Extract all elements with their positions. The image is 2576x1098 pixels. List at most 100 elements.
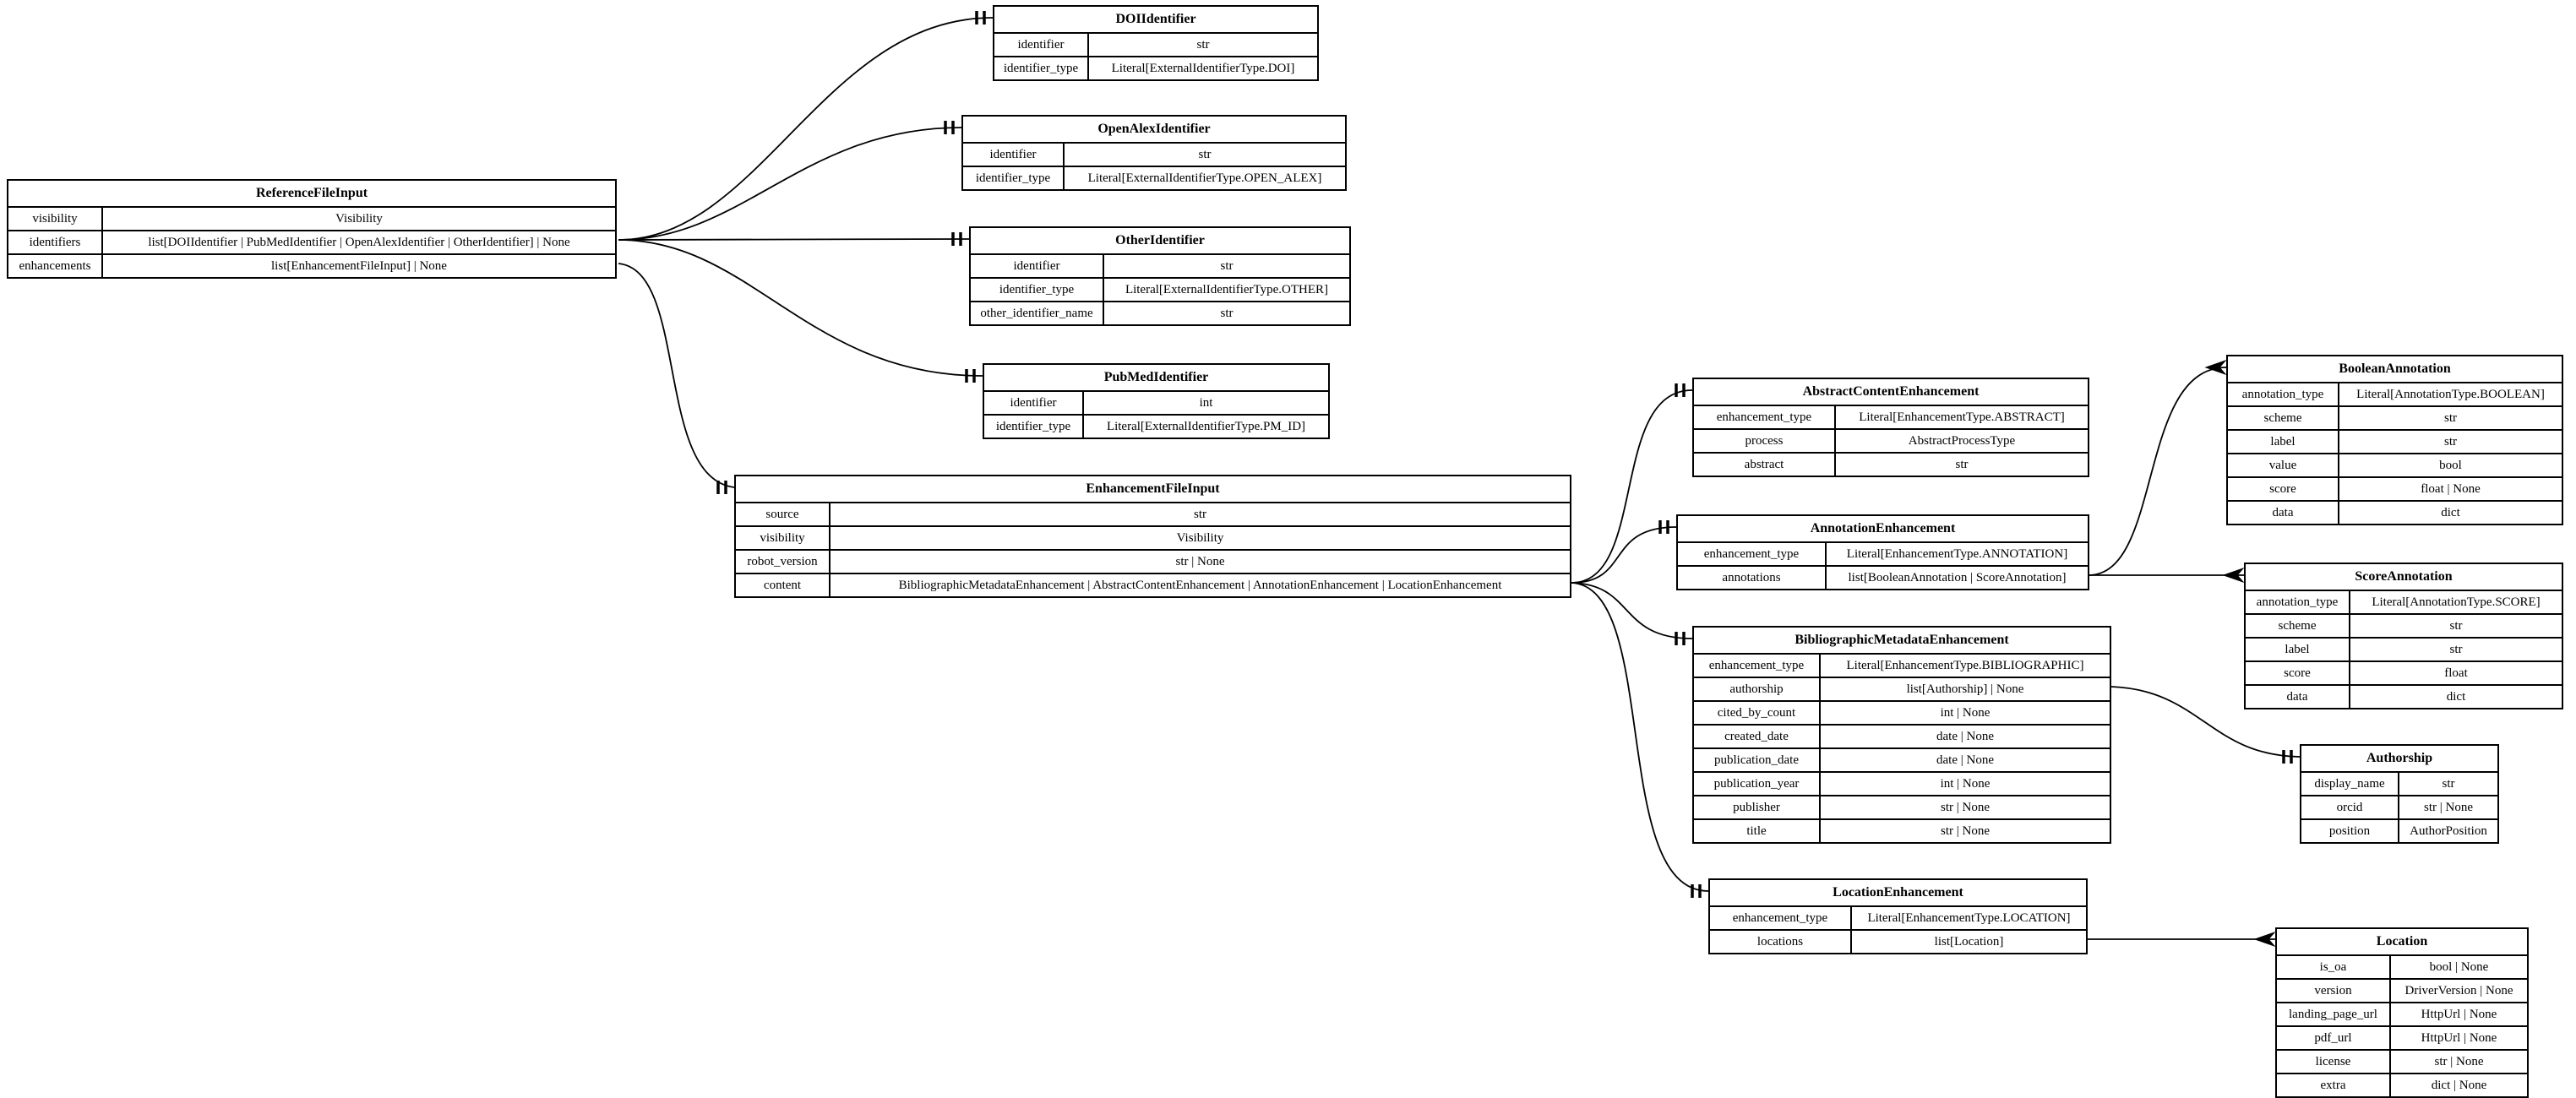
field-name: visibility: [736, 527, 831, 549]
entity-title: AnnotationEnhancement: [1810, 521, 1956, 535]
cardinality-marker-one: [965, 369, 976, 383]
field-type: str: [1220, 258, 1234, 273]
field-name: created_date: [1694, 726, 1821, 747]
field-name: enhancements: [8, 255, 103, 277]
field-name: source: [736, 503, 831, 525]
field-type: dict: [2441, 505, 2460, 519]
field-name: locations: [1710, 931, 1852, 953]
field-type: list[Location]: [1934, 934, 2004, 949]
field-name: publication_year: [1694, 773, 1821, 795]
field-name: cited_by_count: [1694, 702, 1821, 724]
field-type: str: [1194, 507, 1206, 521]
field-type: list[DOIIdentifier | PubMedIdentifier | …: [148, 235, 570, 249]
field-type: str: [1196, 37, 1210, 52]
field-row: locations list[Location]: [1710, 929, 2086, 953]
entity-title: BibliographicMetadataEnhancement: [1794, 633, 2009, 647]
field-type: str: [1220, 306, 1234, 320]
field-name: identifier: [963, 144, 1065, 166]
entity-title: EnhancementFileInput: [1086, 481, 1220, 496]
edge-referencefileinput-identifiers-to-doiidentifier: [618, 17, 994, 241]
field-name: display_name: [2301, 773, 2399, 795]
field-name: scheme: [2246, 615, 2350, 637]
field-type: str: [2444, 410, 2457, 425]
entity-title: Location: [2376, 934, 2428, 949]
cardinality-marker-one: [1691, 884, 1702, 898]
field-name: robot_version: [736, 551, 831, 573]
field-name: data: [2228, 502, 2339, 524]
entity-title: ReferenceFileInput: [255, 186, 368, 200]
field-row: license str | None: [2277, 1049, 2527, 1073]
field-name: publisher: [1694, 796, 1821, 818]
field-type: Literal[AnnotationType.BOOLEAN]: [2356, 387, 2545, 401]
field-type: str: [2449, 642, 2463, 656]
field-name: identifier_type: [963, 167, 1065, 189]
field-name: license: [2277, 1051, 2391, 1073]
field-type: str | None: [2434, 1054, 2484, 1068]
field-type: date | None: [1936, 753, 1994, 767]
field-name: extra: [2277, 1074, 2391, 1096]
edge-annotationenhancement-annotations-to-booleanannotation: [2089, 367, 2227, 576]
field-type: float | None: [2421, 481, 2481, 496]
field-type: Literal[EnhancementType.ABSTRACT]: [1859, 410, 2065, 424]
field-name: identifier: [994, 34, 1089, 56]
field-row: identifier_type Literal[ExternalIdentifie…: [984, 414, 1328, 438]
field-type: Literal[EnhancementType.LOCATION]: [1867, 910, 2071, 925]
field-name: landing_page_url: [2277, 1003, 2391, 1025]
field-name: position: [2301, 820, 2399, 842]
edge-referencefileinput-identifiers-to-pubmedidentifier: [618, 239, 983, 377]
entity-title: BooleanAnnotation: [2339, 361, 2451, 376]
field-type: Literal[ExternalIdentifierType.DOI]: [1111, 61, 1295, 75]
field-name: title: [1694, 820, 1821, 842]
entity-title: Authorship: [2366, 751, 2433, 765]
field-type: Literal[EnhancementType.ANNOTATION]: [1846, 546, 2068, 561]
field-type: bool: [2439, 458, 2462, 472]
field-type: int | None: [1940, 705, 1991, 720]
field-name: content: [736, 574, 831, 596]
field-type: int: [1199, 395, 1213, 410]
field-type: DriverVersion | None: [2404, 983, 2513, 997]
field-name: identifier_type: [984, 416, 1084, 438]
field-name: identifiers: [8, 231, 103, 253]
field-type: AuthorPosition: [2410, 824, 2487, 838]
cardinality-marker-many: [2222, 567, 2245, 584]
entity-title: PubMedIdentifier: [1103, 370, 1209, 384]
field-name: enhancement_type: [1694, 655, 1821, 677]
entity-title: OpenAlexIdentifier: [1097, 122, 1211, 136]
field-type: Literal[ExternalIdentifierType.PM_ID]: [1106, 419, 1306, 433]
field-name: pdf_url: [2277, 1027, 2391, 1049]
field-type: HttpUrl | None: [2421, 1030, 2497, 1045]
field-name: visibility: [8, 208, 103, 230]
cardinality-marker-one: [716, 481, 727, 494]
field-name: abstract: [1694, 454, 1836, 476]
field-name: authorship: [1694, 678, 1821, 700]
